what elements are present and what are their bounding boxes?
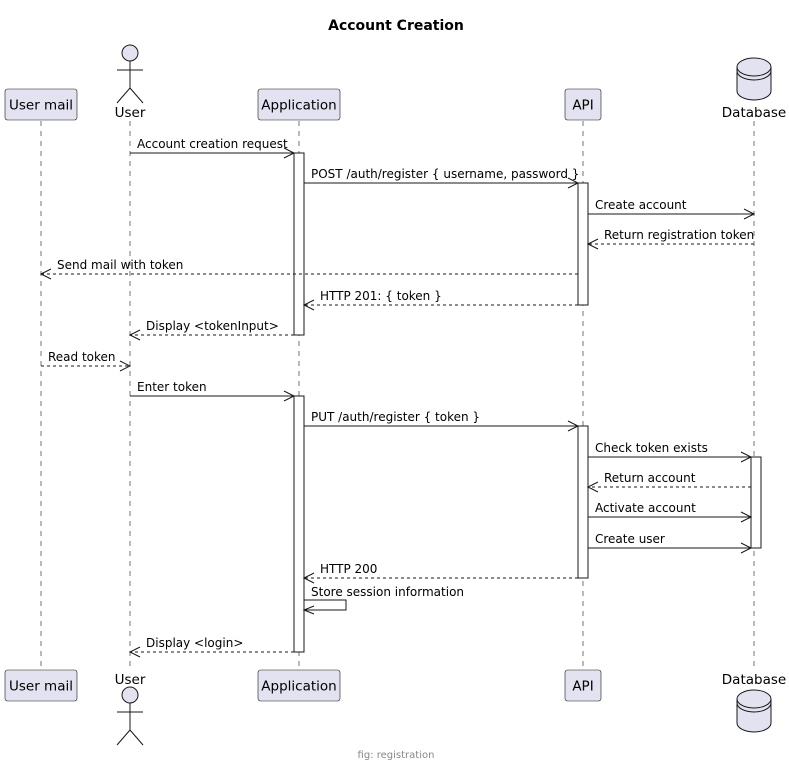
actor-user: User [115,672,146,746]
message-label: Create user [595,532,665,546]
participant-label: Database [722,672,786,688]
actor-user: User [115,44,146,121]
message-7: Display <tokenInput> [128,319,294,341]
actor-icon [121,44,139,62]
message-17: Display <login> [128,636,294,658]
database-icon [736,689,772,733]
arrowhead [302,605,315,615]
message-label: Send mail with token [57,258,183,272]
message-9: Enter token [130,380,296,402]
message-label: Display <tokenInput> [146,319,279,333]
activation-bar [750,456,762,549]
arrowhead [740,451,753,463]
message-label: Activate account [595,501,696,515]
participant-label: User [115,672,146,688]
participant-usermail: User mail [4,669,78,702]
message-arrow [304,599,347,611]
participant-label: API [572,98,593,114]
arrowhead [743,208,756,220]
message-label: Store session information [311,585,464,599]
message-label: Create account [595,198,687,212]
arrowhead [567,420,580,432]
participants-top: User mail User Application API Database [4,44,786,121]
diagram-title: Account Creation [328,18,464,34]
arrowhead [740,542,753,554]
activation-bar [293,395,305,653]
arrowhead [586,238,599,250]
message-4: Return registration token [586,228,754,250]
activation-bar [293,152,305,336]
participant-app: Application [257,88,341,121]
message-10: PUT /auth/register { token } [304,410,580,432]
participant-usermail: User mail [4,88,78,121]
activation-bars [293,152,762,653]
participants-bottom: User mail User Application API Database [4,669,786,746]
participant-box [564,88,602,121]
participant-label: Application [261,679,336,695]
database-db: Database [722,57,786,121]
message-label: Return account [604,471,696,485]
participant-api: API [564,669,602,702]
arrowhead [283,390,296,402]
message-label: Return registration token [604,228,754,242]
database-db: Database [722,672,786,733]
participant-box [564,669,602,702]
arrowhead [302,572,315,584]
participant-label: Database [722,105,786,121]
arrowhead [567,177,580,189]
arrowhead [128,329,141,341]
message-label: Account creation request [137,137,288,151]
message-label: Read token [48,350,116,364]
message-label: Check token exists [595,441,708,455]
message-1: Account creation request [130,137,296,159]
arrowhead [39,268,52,280]
message-11: Check token exists [588,441,753,463]
actor-icon [121,686,139,704]
arrowhead [119,360,132,372]
message-2: POST /auth/register { username, password… [304,167,580,189]
arrowhead [302,299,315,311]
message-label: Enter token [137,380,207,394]
message-label: Display <login> [146,636,243,650]
participant-box [4,88,78,121]
message-8: Read token [41,350,132,372]
arrowhead [740,511,753,523]
message-label: PUT /auth/register { token } [311,410,480,424]
activation-bar [577,182,589,306]
message-label: HTTP 201: { token } [320,289,442,303]
participant-label: Application [261,98,336,114]
arrowhead [128,646,141,658]
participant-box [4,669,78,702]
message-14: Create user [588,532,753,554]
message-label: POST /auth/register { username, password… [311,167,579,181]
activation-bar [577,425,589,579]
message-15: HTTP 200 [302,562,578,584]
participant-label: API [572,679,593,695]
database-icon [736,57,772,101]
message-6: HTTP 201: { token } [302,289,578,311]
participant-label: User [115,105,146,121]
participant-box [257,669,341,702]
participant-api: API [564,88,602,121]
participant-label: User mail [9,98,73,114]
participant-app: Application [257,669,341,702]
message-5: Send mail with token [39,258,578,280]
message-13: Activate account [588,501,753,523]
message-16: Store session information [302,585,464,615]
figure-caption: fig: registration [358,750,435,761]
arrowhead [283,147,296,159]
arrowhead [586,481,599,493]
message-label: HTTP 200 [320,562,377,576]
message-12: Return account [586,471,751,493]
participant-box [257,88,341,121]
message-3: Create account [588,198,756,220]
participant-label: User mail [9,679,73,695]
